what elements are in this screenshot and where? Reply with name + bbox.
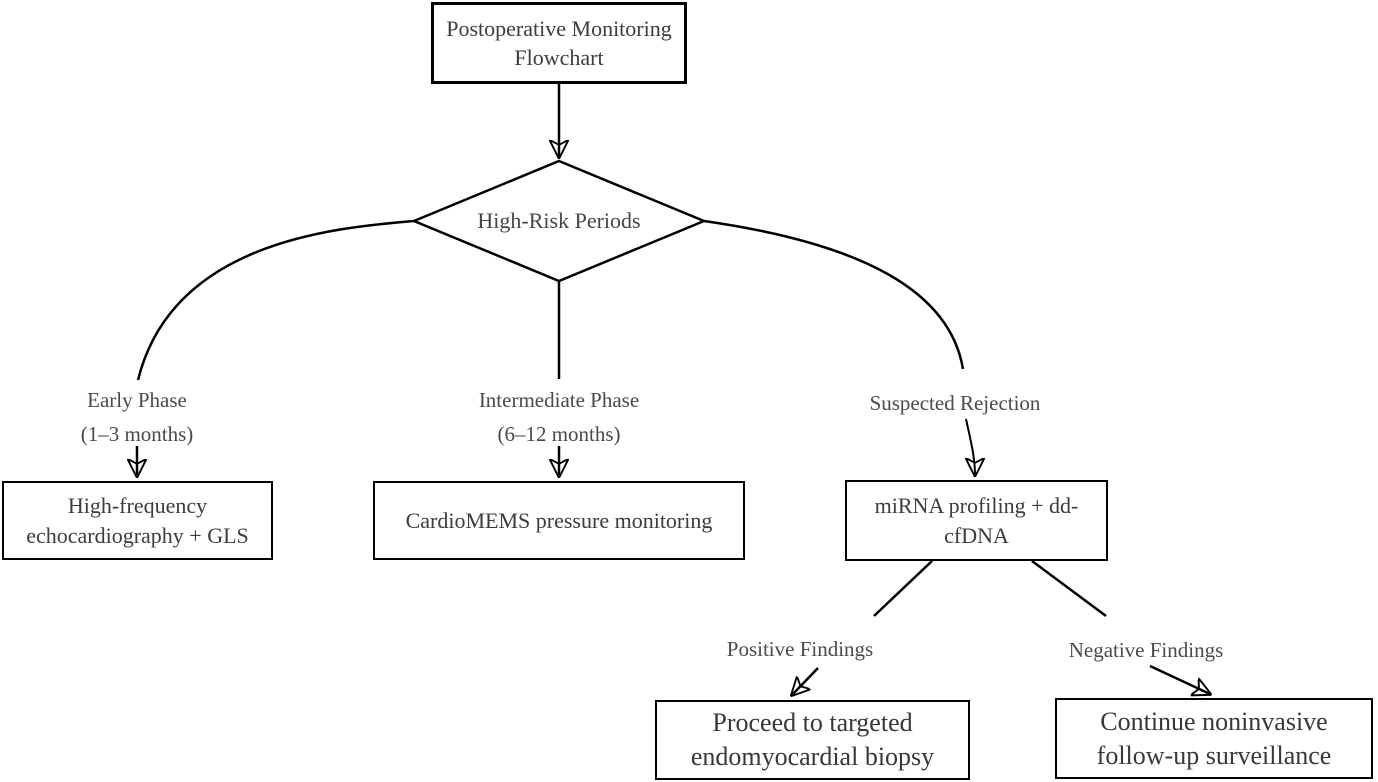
node-biopsy-box: Proceed to targeted endomyocardial biops… bbox=[655, 700, 970, 780]
edge-rejection-to-negative-label bbox=[1031, 559, 1107, 618]
edge-negative-label-to-box bbox=[1149, 664, 1210, 694]
node-decision-label: High-Risk Periods bbox=[477, 208, 641, 233]
node-surveillance-box: Continue noninvasive follow-up surveilla… bbox=[1055, 698, 1373, 779]
edge-label-suspected-rejection: Suspected Rejection bbox=[869, 391, 1041, 415]
node-intermediate-phase-box: CardioMEMS pressure monitoring bbox=[373, 481, 745, 560]
node-early-phase-box: High-frequency echocardiography + GLS bbox=[2, 481, 273, 560]
edge-label-intermediate-phase: Intermediate Phase (6–12 months) bbox=[478, 388, 640, 446]
edge-decision-to-early-label bbox=[136, 219, 415, 381]
edge-decision-to-suspected-label bbox=[703, 219, 965, 370]
node-rejection-box: miRNA profiling + dd- cfDNA bbox=[845, 480, 1108, 561]
node-start: Postoperative Monitoring Flowchart bbox=[431, 2, 687, 84]
edge-label-early-phase: Early Phase (1–3 months) bbox=[80, 388, 194, 446]
edge-rejection-to-positive-label bbox=[873, 560, 933, 617]
edge-label-negative-findings: Negative Findings bbox=[1068, 638, 1224, 662]
edge-label-positive-findings: Positive Findings bbox=[726, 637, 874, 661]
edge-suspected-label-to-box bbox=[966, 418, 975, 475]
edge-positive-label-to-box bbox=[792, 667, 819, 695]
